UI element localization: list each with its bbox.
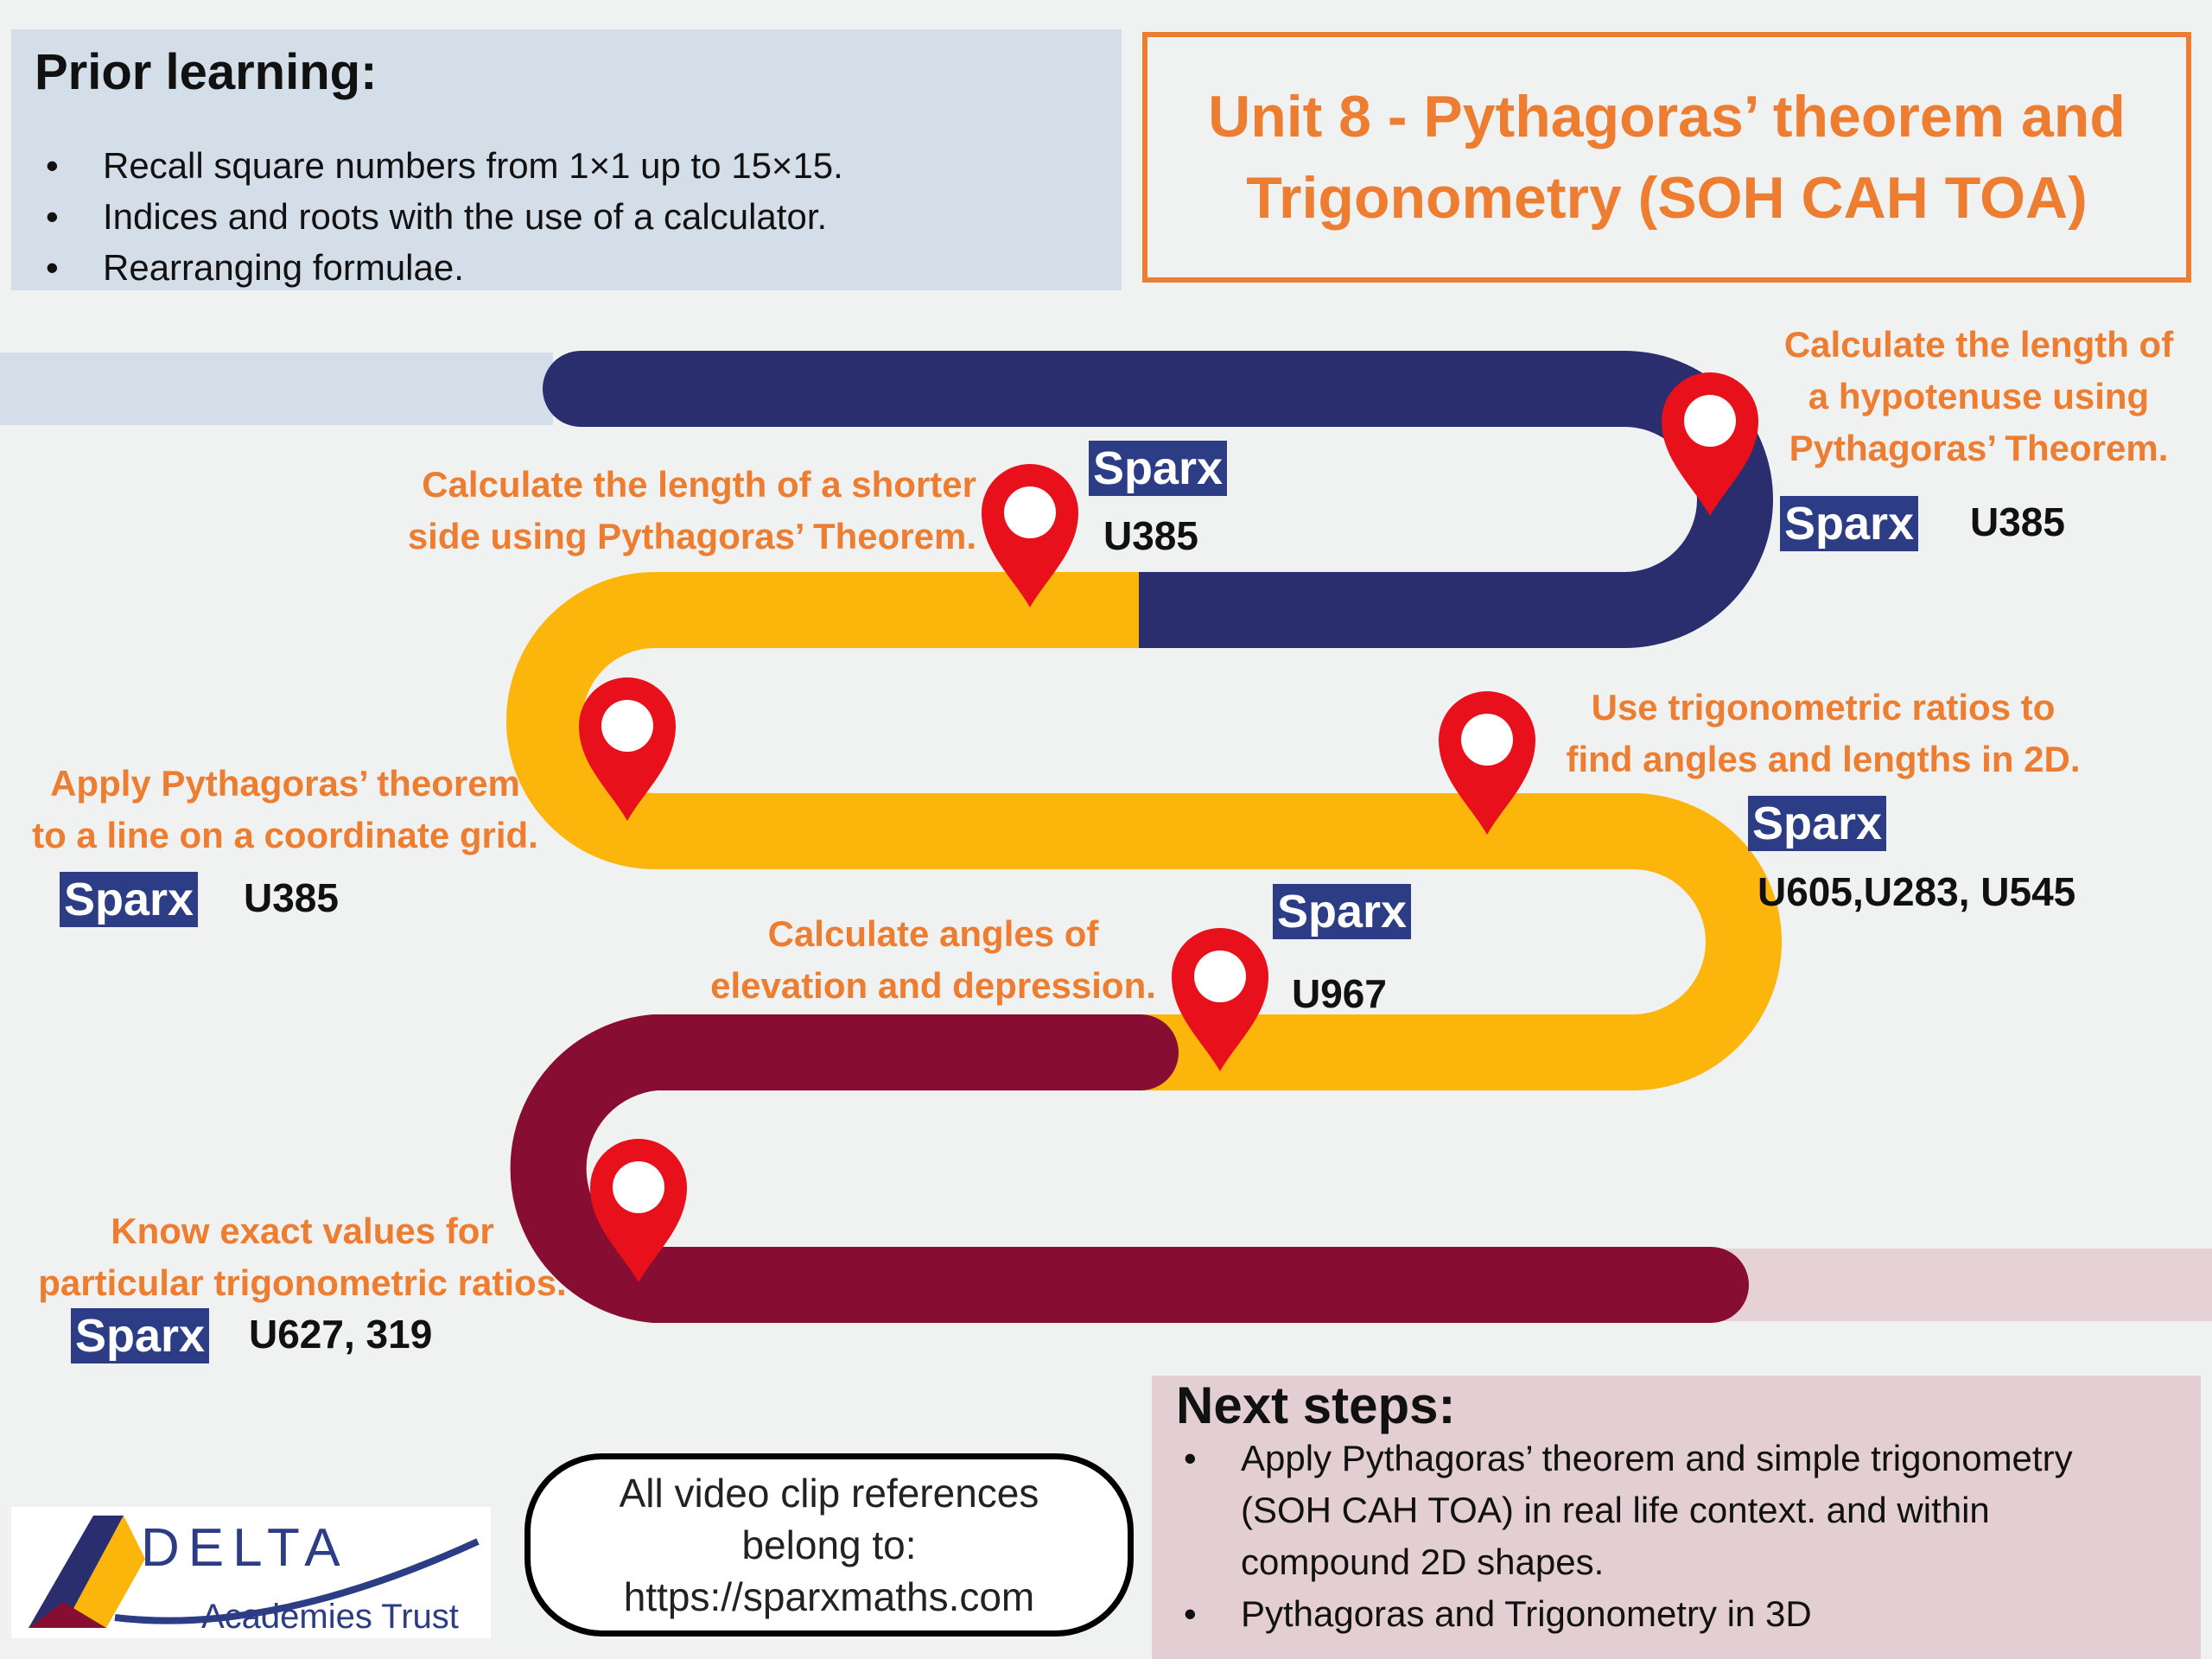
- step-text-line: a hypotenuse using: [1808, 376, 2150, 416]
- video-reference-link[interactable]: https://sparxmaths.com: [623, 1574, 1035, 1619]
- step-text-line: Know exact values for: [111, 1211, 494, 1251]
- next-steps-list: Apply Pythagoras’ theorem and simple tri…: [1173, 1433, 2158, 1640]
- prior-learning-panel: Prior learning: Recall square numbers fr…: [11, 29, 1122, 293]
- step-shorter-side-text: Calculate the length of a shorter side u…: [372, 459, 976, 563]
- sparx-code[interactable]: U605,U283, U545: [1758, 869, 2076, 914]
- prior-learning-item: Recall square numbers from 1×1 up to 15×…: [35, 140, 843, 191]
- step-text-line: Calculate the length of: [1783, 324, 2174, 365]
- sparx-code[interactable]: U627, 319: [249, 1312, 433, 1357]
- sparx-logo: Sparx: [1089, 441, 1228, 496]
- sparx-logo: Sparx: [60, 872, 199, 927]
- step-elevation-text: Calculate angles of elevation and depres…: [691, 908, 1175, 1012]
- step-text-line: particular trigonometric ratios.: [38, 1262, 567, 1303]
- next-steps-heading: Next steps:: [1176, 1376, 1456, 1434]
- prior-learning-item: Indices and roots with the use of a calc…: [35, 191, 843, 242]
- prior-learning-heading: Prior learning:: [35, 44, 378, 100]
- step-text-line: Apply Pythagoras’ theorem: [50, 763, 520, 804]
- map-pin-icon: [982, 464, 1078, 607]
- step-text-line: elevation and depression.: [710, 965, 1156, 1006]
- prior-learning-list: Recall square numbers from 1×1 up to 15×…: [35, 140, 843, 293]
- sparx-logo: Sparx: [1780, 496, 1919, 551]
- logo-subtitle: Academies Trust: [201, 1598, 459, 1636]
- prior-learning-item: Rearranging formulae.: [35, 242, 843, 293]
- sparx-code[interactable]: U385: [1970, 499, 2065, 544]
- delta-logo-icon: DELTA Academies Trust: [29, 1516, 480, 1636]
- step-text-line: Pythagoras’ Theorem.: [1789, 428, 2169, 468]
- unit-title: Unit 8 - Pythagoras’ theorem and Trigono…: [1208, 76, 2126, 238]
- sparx-logo: Sparx: [71, 1308, 210, 1363]
- map-pin-icon: [1662, 372, 1758, 516]
- road-segment-maroon: [510, 1014, 1749, 1323]
- next-steps-item: Apply Pythagoras’ theorem and simple tri…: [1173, 1433, 2158, 1588]
- map-pin-icon: [590, 1139, 687, 1282]
- step-exact-values-text: Know exact values for particular trigono…: [26, 1205, 579, 1309]
- map-pin-icon: [1439, 691, 1535, 835]
- sparx-code[interactable]: U385: [244, 875, 339, 920]
- next-steps-panel: Next steps: Apply Pythagoras’ theorem an…: [1152, 1376, 2201, 1659]
- step-text-line: Calculate angles of: [767, 913, 1099, 954]
- next-steps-item: Pythagoras and Trigonometry in 3D: [1173, 1588, 2158, 1640]
- delta-academies-logo: DELTA Academies Trust: [11, 1507, 491, 1638]
- sparx-code[interactable]: U967: [1292, 971, 1387, 1016]
- sparx-logo: Sparx: [1273, 884, 1412, 939]
- logo-word: DELTA: [141, 1518, 349, 1578]
- step-trig-ratios-text: Use trigonometric ratios to find angles …: [1555, 682, 2091, 785]
- sparx-code[interactable]: U385: [1103, 513, 1198, 558]
- map-pin-icon: [1172, 928, 1268, 1071]
- video-reference-box: All video clip references belong to: htt…: [524, 1453, 1134, 1637]
- step-text-line: to a line on a coordinate grid.: [32, 815, 538, 855]
- step-text-line: side using Pythagoras’ Theorem.: [407, 516, 976, 556]
- unit-title-box: Unit 8 - Pythagoras’ theorem and Trigono…: [1142, 32, 2191, 283]
- step-coordinate-grid-text: Apply Pythagoras’ theorem to a line on a…: [17, 758, 553, 861]
- sparx-logo: Sparx: [1748, 796, 1887, 851]
- step-hypotenuse-text: Calculate the length of a hypotenuse usi…: [1763, 319, 2195, 474]
- step-text-line: find angles and lengths in 2D.: [1566, 739, 2081, 779]
- video-reference-line: belong to:: [741, 1522, 917, 1567]
- unit-title-line-2: Trigonometry (SOH CAH TOA): [1246, 165, 2088, 231]
- step-text-line: Calculate the length of a shorter: [422, 464, 976, 505]
- step-text-line: Use trigonometric ratios to: [1591, 687, 2056, 728]
- unit-title-line-1: Unit 8 - Pythagoras’ theorem and: [1208, 84, 2126, 149]
- map-pin-icon: [579, 677, 676, 821]
- road-segment-yellow: [506, 572, 1782, 1090]
- video-reference-line: All video clip references: [619, 1471, 1039, 1516]
